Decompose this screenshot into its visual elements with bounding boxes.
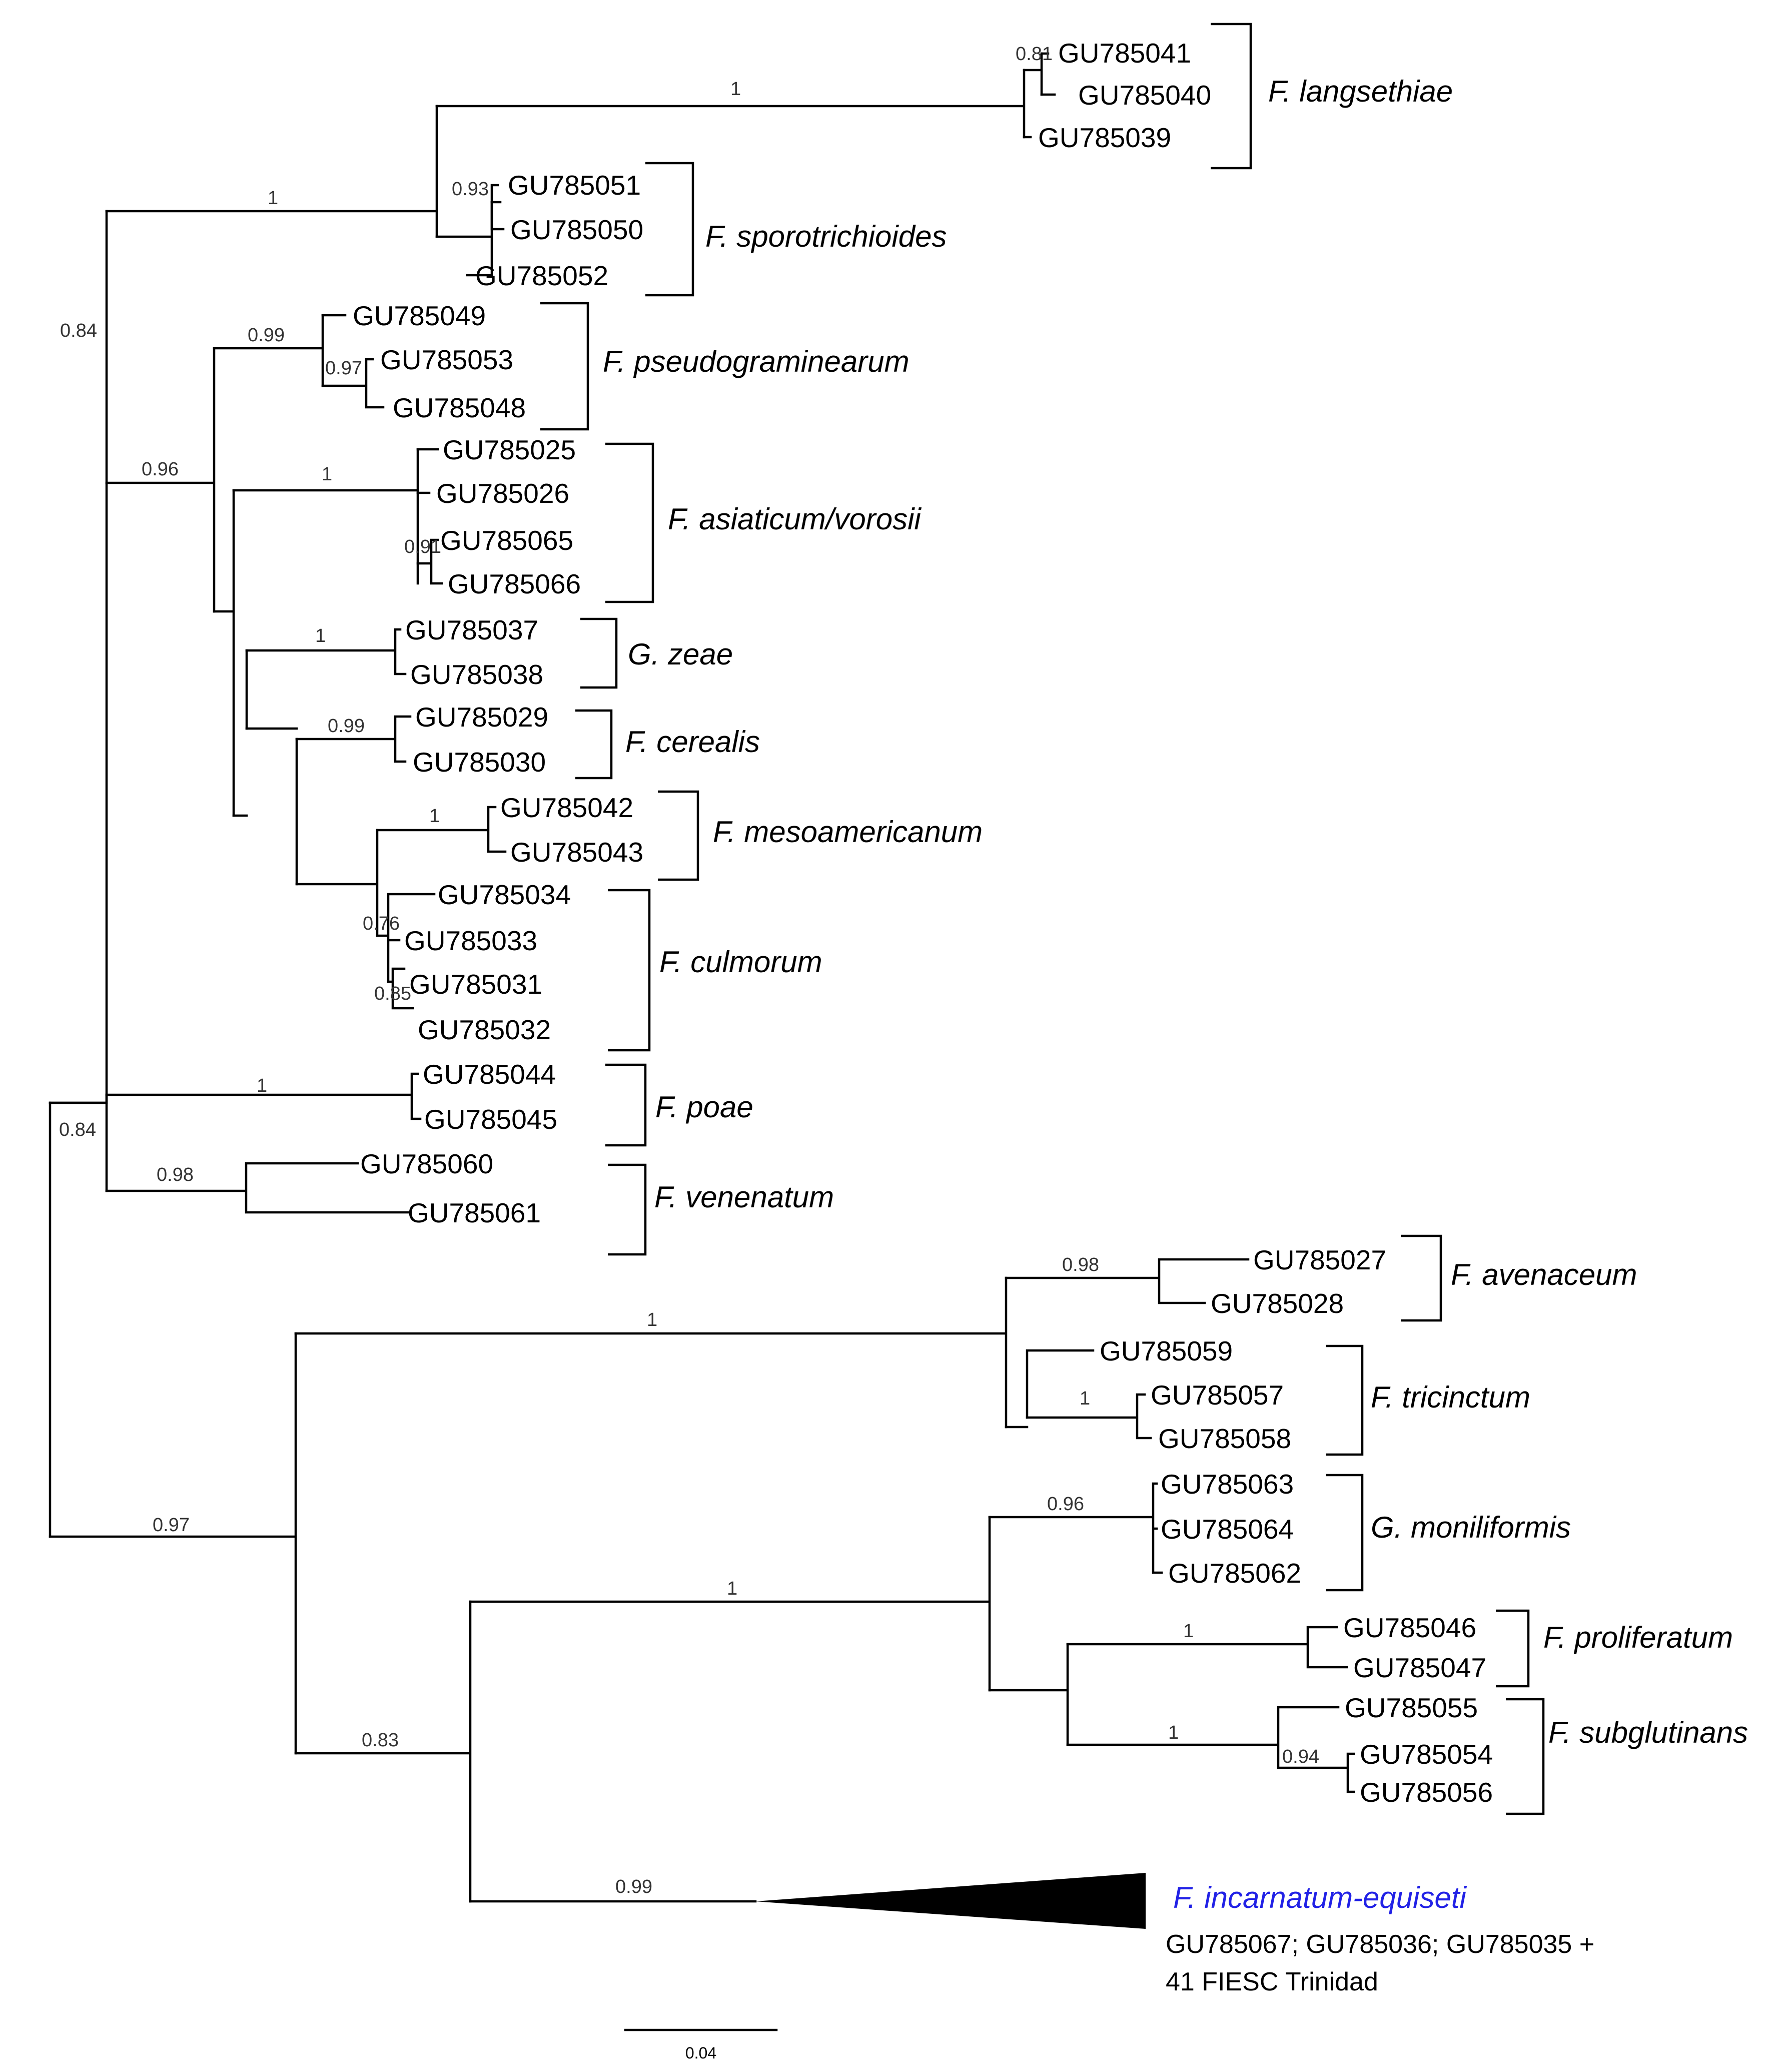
support-value: 1: [730, 79, 741, 100]
support-value: 0.83: [362, 1730, 399, 1751]
support-value: 1: [1080, 1388, 1090, 1409]
clade-name: F. subglutinans: [1548, 1716, 1748, 1749]
support-value: 0.97: [325, 358, 362, 379]
support-value: 1: [429, 806, 440, 827]
support-value: 1: [647, 1309, 657, 1330]
leaf-label: GU785063: [1161, 1469, 1294, 1500]
support-values: 0.84 1 1 0.81 0.93 0.96 0.99 0.97 1 0.91…: [59, 44, 1319, 1897]
leaf-label: GU785027: [1253, 1244, 1386, 1275]
clade-name: G. moniliformis: [1371, 1511, 1571, 1544]
leaf-label: GU785033: [404, 925, 537, 956]
leaf-label: GU785052: [475, 260, 608, 291]
collapsed-clade-note-line1: GU785067; GU785036; GU785035 +: [1166, 1930, 1594, 1959]
clade-name: F. poae: [655, 1090, 753, 1124]
leaf-label: GU785057: [1151, 1379, 1284, 1411]
support-value: 0.81: [1016, 44, 1053, 65]
support-value: 0.84: [59, 1119, 96, 1140]
leaf-label: GU785056: [1360, 1777, 1493, 1808]
clade-name: F. venenatum: [654, 1180, 834, 1214]
collapsed-clade-name: F. incarnatum-equiseti: [1173, 1881, 1467, 1914]
tree-branches: [49, 52, 1355, 1903]
clade-name: F. avenaceum: [1451, 1258, 1637, 1291]
leaf-label: GU785049: [353, 300, 486, 331]
clade-name: F. sporotrichioides: [705, 220, 947, 253]
support-value: 1: [1183, 1621, 1194, 1642]
clade-names: F. langsethiae F. sporotrichioides F. ps…: [603, 75, 1748, 1914]
scale-bar-label: 0.04: [685, 2044, 716, 2062]
leaf-label: GU785058: [1158, 1423, 1291, 1454]
leaf-label: GU785053: [380, 344, 513, 375]
clade-name: F. proliferatum: [1543, 1621, 1733, 1654]
support-value: 1: [315, 625, 326, 646]
leaf-label: GU785034: [438, 879, 571, 910]
support-value: 0.93: [452, 179, 489, 200]
leaf-label: GU785030: [413, 747, 546, 778]
leaf-label: GU785041: [1058, 38, 1191, 69]
leaf-label: GU785051: [508, 170, 641, 201]
support-value: 0.97: [153, 1515, 190, 1536]
support-value: 1: [1168, 1722, 1179, 1743]
leaf-label: GU785044: [423, 1059, 556, 1090]
leaf-label: GU785038: [410, 659, 543, 690]
clade-name: F. culmorum: [659, 945, 822, 979]
leaf-label: GU785059: [1100, 1335, 1233, 1366]
support-value: 0.91: [404, 536, 441, 557]
scale-bar: 0.04: [624, 2028, 778, 2062]
clade-name: F. langsethiae: [1268, 75, 1453, 108]
leaf-label: GU785048: [393, 392, 526, 423]
support-value: 0.85: [374, 983, 411, 1004]
clade-name: F. mesoamericanum: [713, 815, 983, 849]
leaf-label: GU785025: [443, 434, 576, 465]
leaf-labels: GU785041 GU785040 GU785039 GU785051 GU78…: [353, 38, 1493, 1808]
leaf-label: GU785045: [424, 1104, 557, 1135]
leaf-label: GU785042: [500, 792, 633, 823]
clade-name: F. cerealis: [625, 725, 760, 759]
support-value: 0.99: [615, 1876, 652, 1897]
support-value: 1: [322, 464, 332, 485]
clade-brackets: [540, 23, 1545, 1815]
support-value: 0.96: [142, 459, 179, 480]
collapsed-clade-triangle: [755, 1873, 1146, 1929]
support-value: 1: [257, 1075, 267, 1096]
clade-name: F. tricinctum: [1371, 1380, 1530, 1414]
support-value: 0.96: [1047, 1494, 1084, 1515]
collapsed-clade-note: GU785067; GU785036; GU785035 + 41 FIESC …: [1166, 1930, 1594, 1996]
leaf-label: GU785039: [1038, 122, 1171, 153]
leaf-label: GU785062: [1168, 1558, 1301, 1589]
leaf-label: GU785040: [1078, 80, 1211, 111]
leaf-label: GU785028: [1211, 1288, 1344, 1319]
leaf-label: GU785066: [448, 568, 581, 599]
leaf-label: GU785060: [360, 1148, 493, 1179]
collapsed-clade-note-line2: 41 FIESC Trinidad: [1166, 1967, 1378, 1996]
support-value: 0.99: [328, 716, 365, 737]
leaf-label: GU785031: [409, 969, 542, 1000]
leaf-label: GU785047: [1353, 1652, 1486, 1683]
support-value: 0.99: [248, 325, 285, 346]
support-value: 0.94: [1282, 1746, 1319, 1767]
leaf-label: GU785054: [1360, 1739, 1493, 1770]
support-value: 1: [727, 1578, 737, 1599]
leaf-label: GU785065: [440, 525, 573, 556]
clade-name: F. pseudograminearum: [603, 345, 910, 378]
leaf-label: GU785043: [510, 837, 643, 868]
leaf-label: GU785055: [1345, 1692, 1478, 1723]
leaf-label: GU785061: [408, 1197, 541, 1228]
clade-name: F. asiaticum/vorosii: [668, 502, 922, 536]
support-value: 0.98: [1062, 1254, 1099, 1275]
leaf-label: GU785026: [436, 478, 569, 509]
leaf-label: GU785064: [1161, 1514, 1294, 1545]
leaf-label: GU785046: [1343, 1612, 1476, 1643]
support-value: 0.98: [157, 1164, 194, 1185]
support-value: 0.76: [363, 913, 400, 934]
leaf-label: GU785050: [510, 214, 643, 245]
support-value: 1: [268, 188, 278, 209]
leaf-label: GU785037: [405, 614, 538, 645]
leaf-label: GU785029: [415, 702, 548, 733]
leaf-label: GU785032: [418, 1014, 551, 1045]
support-value: 0.84: [60, 320, 97, 341]
clade-name: G. zeae: [628, 637, 733, 671]
